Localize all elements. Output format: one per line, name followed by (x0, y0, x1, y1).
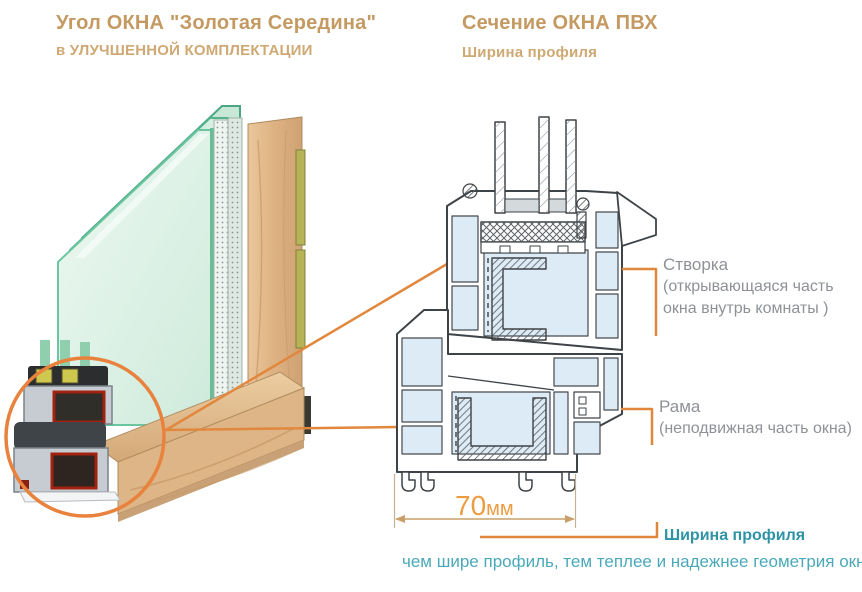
left-title: Угол ОКНА "Золотая Середина" (56, 12, 377, 34)
leader-width (480, 522, 659, 539)
hardware-groove (573, 391, 601, 419)
dimension-unit: мм (486, 498, 514, 520)
sash-label-desc-1: (открывающаяся часть (663, 278, 834, 295)
connector-lines (164, 262, 449, 432)
pvc-cross-section (393, 116, 659, 539)
dimension-text: 70мм (455, 490, 514, 522)
sash-label-desc-2: окна внутрь комнаты ) (663, 300, 829, 317)
frame-label-block: Рама (неподвижная часть окна) (659, 396, 852, 440)
glass-panes (57, 105, 241, 426)
magnifier-circle (4, 356, 166, 518)
right-subtitle: Ширина профиля (462, 44, 598, 61)
right-title: Сечение ОКНА ПВХ (462, 12, 658, 34)
frame-steel-reinforcement (457, 397, 547, 461)
frame-label-desc-1: (неподвижная часть окна) (659, 420, 852, 437)
sash-label-block: Створка (открывающаяся часть окна внутрь… (663, 254, 834, 320)
sash-outer-flap (616, 191, 657, 247)
middle-gasket (14, 422, 106, 450)
section-glass-panes (494, 116, 577, 214)
glass-spacer-strips (213, 117, 243, 421)
sash-label-title: Створка (663, 255, 729, 274)
profile-cutaway (13, 340, 121, 503)
profile-width-label: Ширина профиля (664, 527, 806, 544)
glass-spacer-bar (504, 198, 540, 213)
frame-steel-red (50, 452, 98, 490)
leader-sash (622, 267, 658, 336)
frame-feet (401, 471, 576, 492)
glass-spacer-bar (548, 198, 567, 213)
leader-frame (621, 407, 654, 445)
bottom-caption: чем шире профиль, тем теплее и надежнее … (402, 552, 862, 571)
left-subtitle: в УЛУЧШЕННОЙ КОМПЛЕКТАЦИИ (56, 42, 313, 59)
wood-jamb (247, 116, 303, 401)
window-corner-illustration (4, 105, 449, 522)
sash-steel-red (52, 390, 106, 424)
dimension-70mm (393, 474, 577, 528)
frame-profile (396, 309, 623, 492)
wood-sill (93, 371, 306, 522)
leader-lines (480, 267, 659, 539)
sash-steel-reinforcement (491, 257, 547, 341)
frame-label-title: Рама (659, 397, 701, 416)
sash-profile (446, 190, 657, 351)
dimension-value: 70 (455, 490, 487, 521)
glazing-block (480, 221, 586, 254)
